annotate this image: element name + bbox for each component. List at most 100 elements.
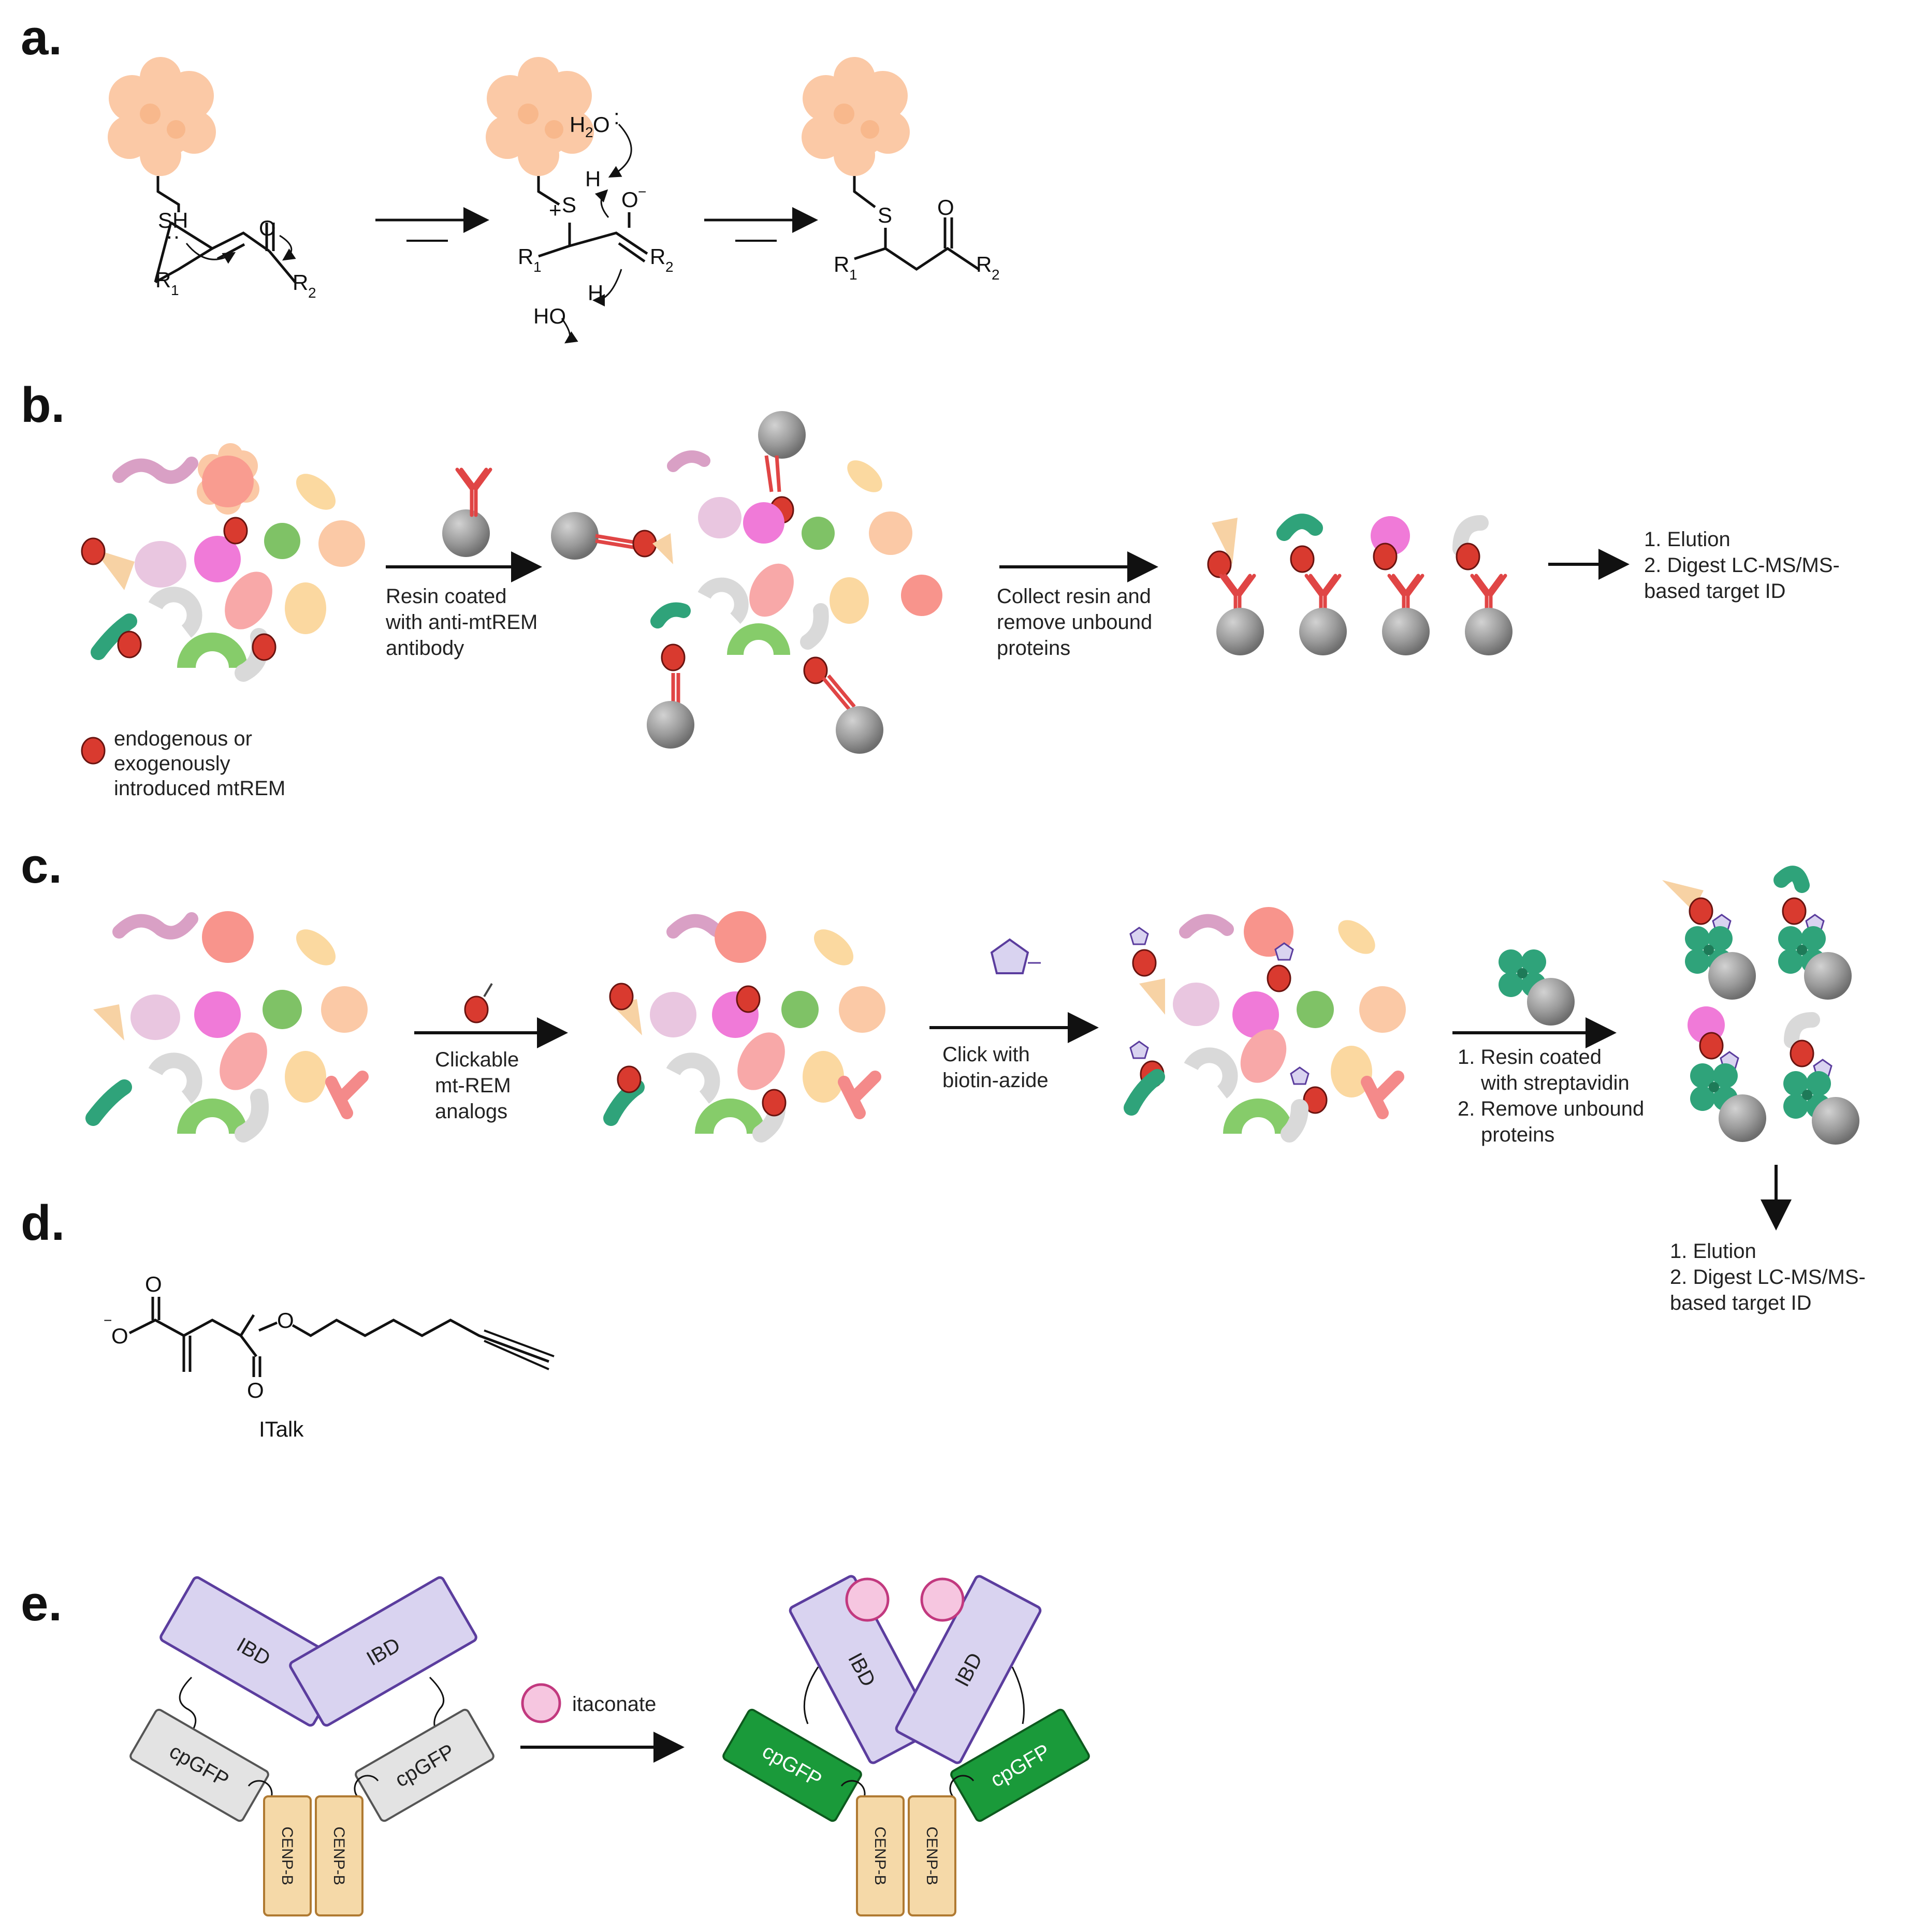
cenpb-right: CENP-B [315,1795,363,1916]
panel-label-d: d. [21,1195,65,1251]
step-c4-line-1: 1. Elution [1670,1240,1756,1263]
svg-text:O: O [937,195,954,219]
step-b2-line-3: proteins [997,637,1070,660]
svg-text:1: 1 [533,259,542,275]
step-c4-line-2: 2. Digest LC-MS/MS- [1670,1266,1866,1289]
svg-text:R: R [293,270,308,295]
itaconate-icon [521,1683,561,1723]
captured-complexes-b [1207,514,1513,655]
svg-text:R: R [976,252,992,276]
svg-text:O: O [259,216,276,240]
svg-text:O: O [621,187,638,212]
step-c3-line-2: with streptavidin [1480,1072,1630,1094]
cenpb-left-bound: CENP-B [856,1795,905,1916]
panel-label-e: e. [21,1576,62,1631]
svg-text:S: S [878,203,892,227]
svg-text:R: R [834,252,849,276]
cpgfp-right-bound: cpGFP [950,1708,1090,1822]
svg-text:O: O [277,1308,294,1333]
panel-label-b: b. [21,377,65,433]
step-c1-line-2: mt-REM [435,1074,511,1097]
svg-text::: : [614,105,620,129]
svg-text:+: + [549,198,562,222]
ibd-domain-left-bound: IBD [789,1575,936,1764]
svg-text:R: R [518,244,533,269]
legend-line-1: endogenous or [114,727,252,750]
svg-text:H: H [570,112,585,137]
svg-text:CENP-B: CENP-B [279,1826,296,1885]
panel-label-a: a. [21,10,62,65]
step-b3-line-2: 2. Digest LC-MS/MS- [1644,554,1840,577]
svg-text:H: H [588,281,603,305]
svg-text:1: 1 [171,282,179,298]
sensor-bound: IBD IBD cpGFP cpGFP CENP-B CENP-B [722,1575,1090,1916]
step-b2-line-1: Collect resin and [997,585,1151,608]
svg-text:O: O [145,1272,162,1296]
step-b1-line-2: with anti-mtREM [385,611,537,634]
sensor-unbound: IBD IBD cpGFP cpGFP CENP-B CENP-B [129,1576,495,1916]
panel-label-c: c. [21,838,62,894]
svg-text:CENP-B: CENP-B [871,1826,889,1885]
clickable-analog-icon [464,983,493,1023]
protein-mixture-b2 [551,411,942,754]
biotin-azide-icon [990,938,1041,974]
streptavidin-resin-icon [1499,949,1575,1026]
svg-text:2: 2 [585,124,593,140]
svg-text:S: S [562,193,576,217]
svg-text:R: R [155,268,171,292]
svg-text:H: H [585,167,601,191]
svg-text:−: − [638,184,646,200]
step-c3-line-1: 1. Resin coated [1458,1046,1602,1069]
cpgfp-left: cpGFP [129,1708,269,1822]
cpgfp-right: cpGFP [355,1708,495,1822]
protein-mixture-c3 [1124,907,1406,1143]
ibd-domain-right: IBD [289,1576,477,1727]
itaconate-bound-right [920,1577,965,1622]
svg-text:O: O [111,1324,128,1348]
svg-text:CENP-B: CENP-B [330,1826,347,1885]
svg-text:O: O [593,112,610,137]
legend-line-3: introduced mtREM [114,777,285,800]
protein-mixture-c2 [603,911,885,1143]
svg-text:HO: HO [533,304,566,328]
step-c1-line-1: Clickable [435,1048,519,1071]
legend-line-2: exogenously [114,752,230,775]
itaconate-bound-left [845,1577,890,1622]
svg-text:CENP-B: CENP-B [923,1826,940,1885]
itaconate-legend: itaconate [521,1683,656,1723]
protein-mixture-c1 [85,911,369,1143]
svg-text:1: 1 [849,267,857,283]
captured-complexes-c [1662,866,1859,1145]
ibd-domain-right-bound: IBD [895,1575,1042,1764]
reaction-scheme: SH ·· R 1 O R 2 S + H H 2 O : O − [108,57,1000,344]
cenpb-left: CENP-B [263,1795,312,1916]
step-c4-line-3: based target ID [1670,1292,1812,1314]
step-b3-line-1: 1. Elution [1644,528,1731,551]
ibd-domain-left: IBD [159,1576,348,1727]
resin-antibody-icon [442,470,490,557]
step-c2-line-2: biotin-azide [942,1069,1049,1092]
step-b3-line-3: based target ID [1644,580,1786,603]
step-c3-line-3: 2. Remove unbound [1458,1097,1644,1120]
svg-text:2: 2 [308,285,316,301]
svg-text:SH: SH [158,208,188,232]
svg-text:2: 2 [665,259,674,275]
italk-structure: O − O O O [104,1272,555,1402]
step-b1-line-3: antibody [386,637,464,660]
step-c3-line-4: proteins [1481,1123,1554,1146]
svg-text:R: R [650,244,665,269]
protein-mixture-b1 [81,443,365,682]
compound-name: ITalk [259,1417,304,1441]
itaconate-label: itaconate [572,1693,656,1716]
svg-text:−: − [104,1312,112,1328]
svg-text:2: 2 [992,267,1000,283]
step-b2-line-2: remove unbound [997,611,1152,634]
cpgfp-left-bound: cpGFP [722,1708,862,1822]
step-c2-line-1: Click with [942,1043,1030,1066]
svg-text:O: O [247,1378,264,1402]
cenpb-right-bound: CENP-B [908,1795,956,1916]
legend-mtrem: endogenous or exogenously introduced mtR… [81,727,285,800]
step-c1-line-3: analogs [435,1100,507,1123]
step-b1-line-1: Resin coated [386,585,506,608]
